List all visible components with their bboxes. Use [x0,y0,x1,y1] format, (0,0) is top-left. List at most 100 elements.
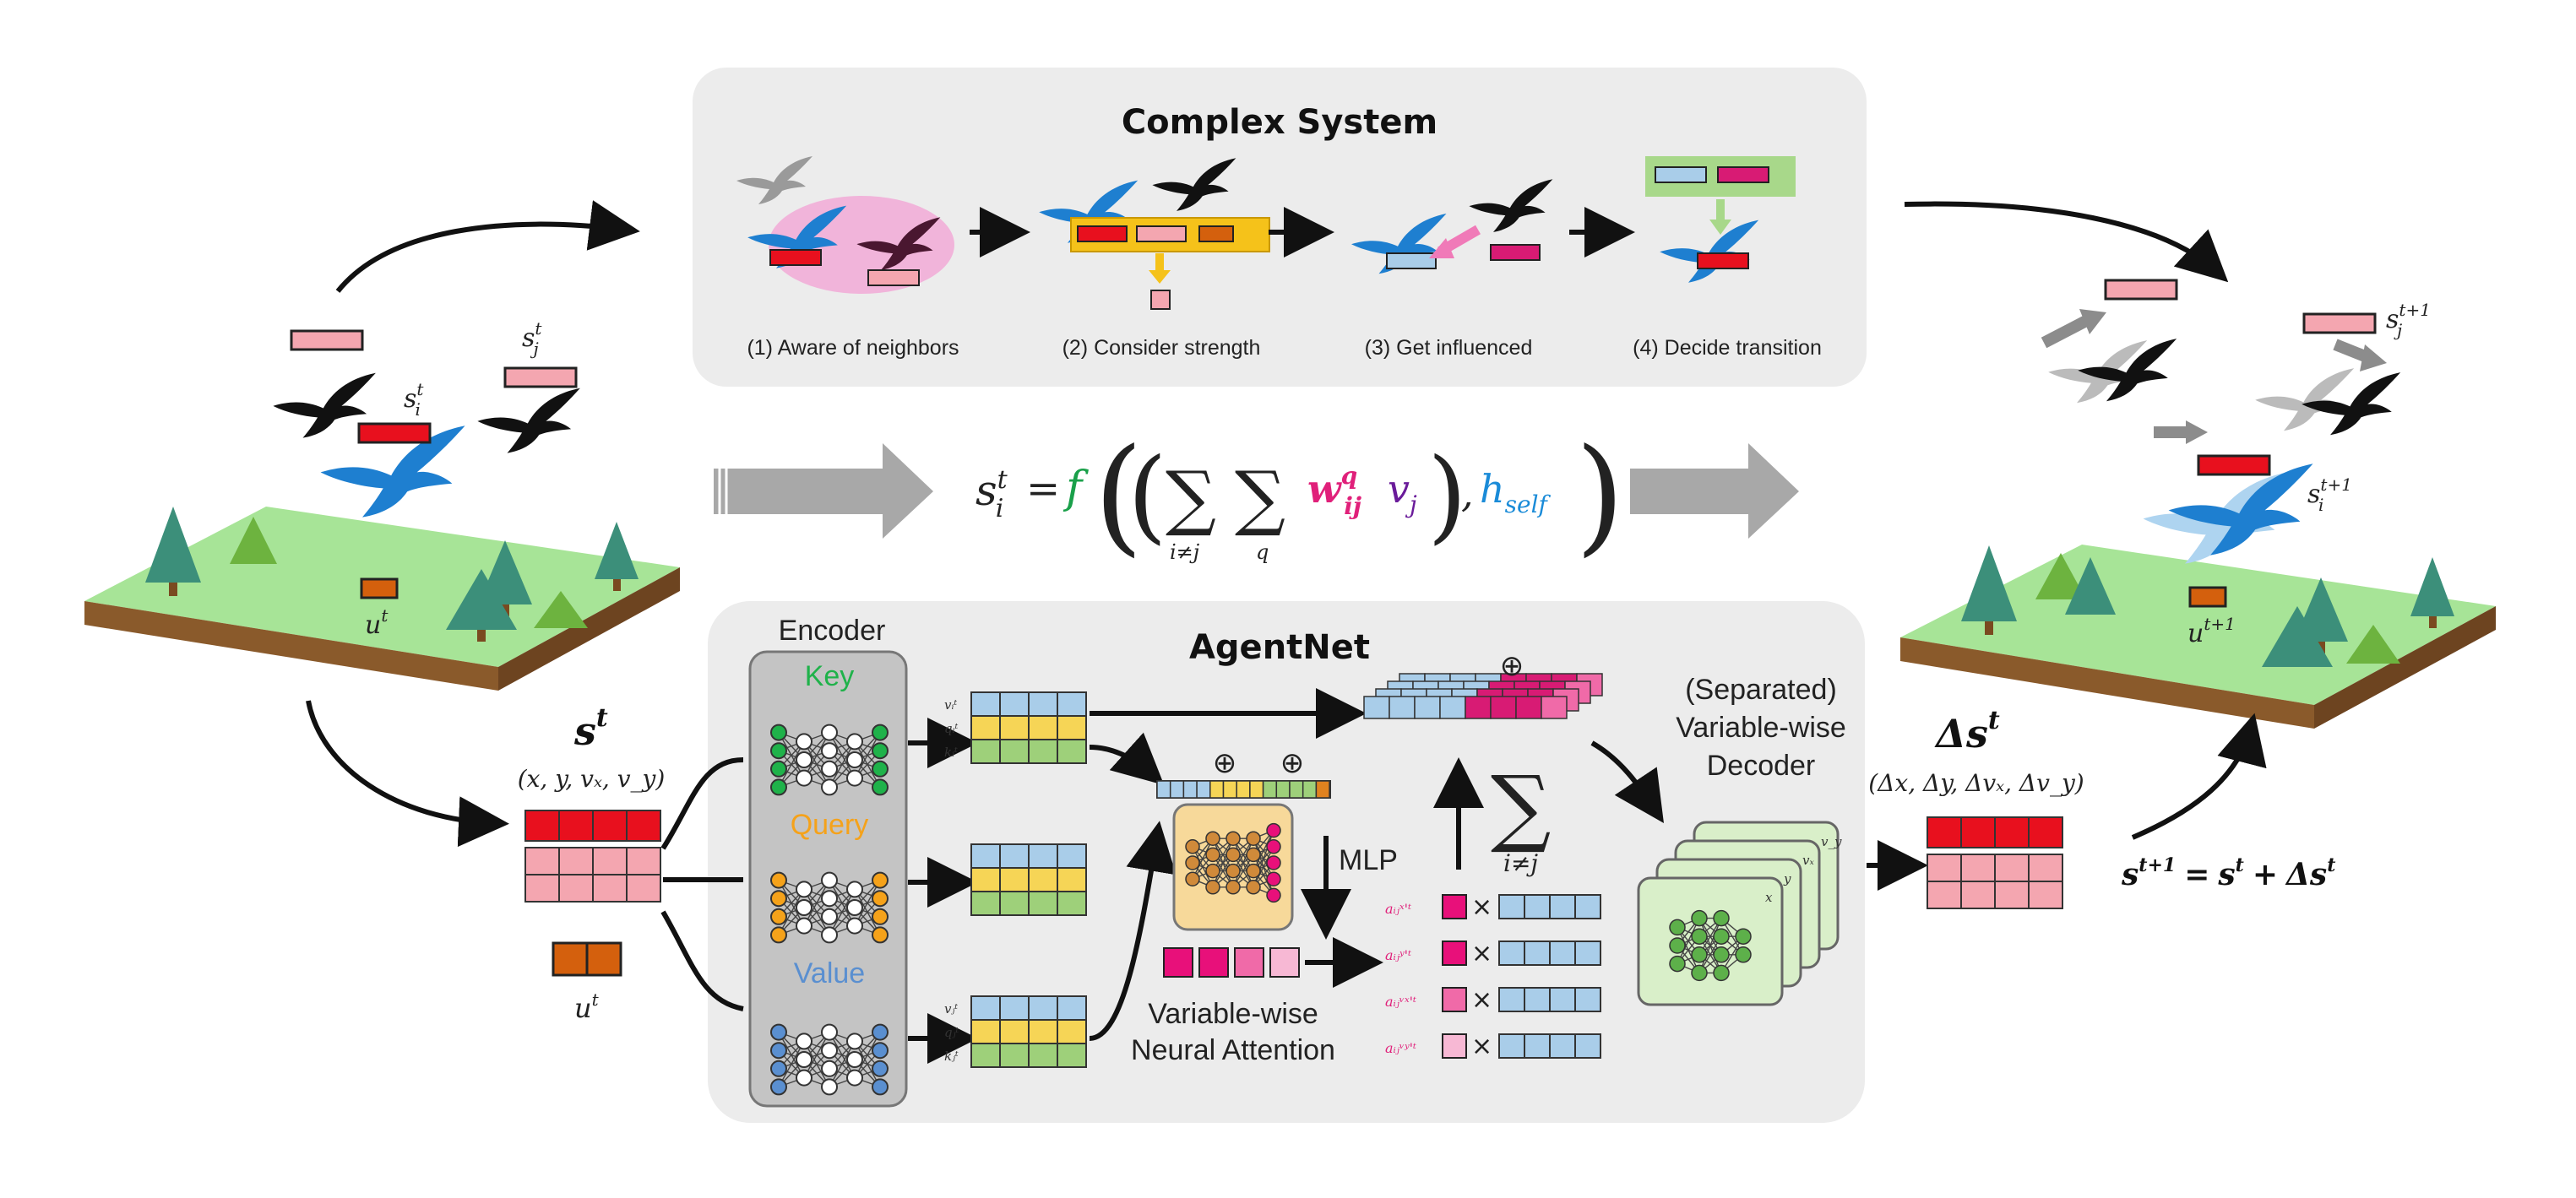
complex-system-panel: Complex System (1) Aware of neighbors (2… [693,68,1867,387]
grid-cell [999,891,1030,916]
neuron [796,751,812,768]
neuron [1266,887,1281,903]
neuron [846,733,863,751]
grid-cell [1028,1019,1058,1044]
decoder-label-1: (Separated) [1685,674,1837,706]
attention-coeff-label: aᵢⱼᵛˣ'ᵗ [1385,994,1416,1010]
neuron [872,778,889,796]
value-cell [1498,894,1525,919]
value-cell [1524,987,1551,1012]
svg-text:hself: hself [1480,466,1552,518]
grid-cell [558,847,594,875]
svg-text:=: = [1026,465,1060,512]
step4-caption: (4) Decide transition [1633,336,1822,360]
state-rows-neighbors [1927,854,2063,909]
neuron [1669,937,1686,954]
aggregated-stack [1363,673,1603,719]
value-cell [1498,987,1525,1012]
mlp-block: MLP [1172,803,1398,940]
grid-cell [1960,881,1996,909]
neuron [796,881,812,898]
concat-cell [1169,780,1185,799]
sum-symbol-1: ∑ [1166,456,1216,539]
neuron [796,899,812,916]
grid-cell [1057,1019,1087,1044]
neuron [821,871,838,889]
grid-cell [558,810,594,842]
attention-coeff-label: aᵢⱼʸ'ᵗ [1385,947,1411,963]
oplus-symbol: ⊕ [1280,747,1305,779]
neuron [1735,928,1752,945]
grid-cell [1028,843,1058,869]
neuron [770,1078,787,1096]
neuron [872,1078,889,1096]
decoder-card-label: vₓ [1802,853,1814,868]
mlp-label: MLP [1339,844,1398,876]
concat-cell [1275,780,1291,799]
neuron [796,1033,812,1050]
grid-cell [999,739,1030,764]
agentnet-panel: AgentNet Encoder Key Query Value st (x, … [518,601,1865,1123]
grid-cell [2028,881,2063,909]
attention-weight-cell [1442,894,1467,919]
grid-cell [999,691,1030,717]
value-cell [1524,1033,1551,1059]
neuron [770,908,787,925]
stack-cell [1389,696,1416,719]
value-cell [1498,941,1525,966]
neuron [821,1078,838,1096]
grid-cell [999,715,1030,740]
kqv-stack [970,691,1087,764]
step1-caption: (1) Aware of neighbors [747,336,959,360]
concat-cell [1302,780,1318,799]
neuron [846,881,863,898]
neuron [872,1023,889,1041]
grid-cell [1057,739,1087,764]
stack-cell [1515,696,1542,719]
neuron [796,1069,812,1087]
grid-cell [970,891,1001,916]
decoder-card-label: x [1765,890,1773,905]
neuron [1246,880,1261,895]
neuron [770,871,787,889]
neuron [1226,847,1241,863]
neuron [821,1023,838,1041]
encoder-networks [770,724,889,1096]
neuron [872,742,889,760]
attention-weight-cell [1442,987,1467,1012]
black-bird-icon [477,388,580,453]
concat-cell [1209,780,1225,799]
neuron [872,760,889,778]
svg-text:st: st [573,703,608,754]
grid-cell [1028,1043,1058,1068]
stack-cell [1490,696,1517,719]
neuron [872,1042,889,1060]
value-cell [1574,1033,1601,1059]
svg-text:Δst: Δst [1934,706,2000,756]
svg-text:i≠j: i≠j [1503,849,1538,877]
neuron [770,724,787,741]
inner-paren-right: ) [1427,437,1467,555]
grid-cell [1927,881,1962,909]
kqv-stack [970,995,1087,1068]
kqv-stack [970,843,1087,916]
neuron [1205,863,1220,879]
grid-cell [1927,854,1962,882]
row-label-i: qᵢᵗ [944,721,959,736]
grid-cell [970,715,1001,740]
neuron [1185,839,1200,854]
neuron [1205,847,1220,863]
agentnet-title: AgentNet [1189,628,1370,667]
encoder-label: Encoder [779,615,886,647]
grid-cell [524,847,560,875]
grid-cell [970,691,1001,717]
neuron [1266,855,1281,870]
decoder-label-3: Decoder [1707,750,1816,782]
svg-text:(x, y, vₓ, v_y): (x, y, vₓ, v_y) [518,765,666,793]
step3-caption: (3) Get influenced [1365,336,1533,360]
value-cell [1574,894,1601,919]
concat-cell [1236,780,1251,799]
value-cell [1549,894,1576,919]
